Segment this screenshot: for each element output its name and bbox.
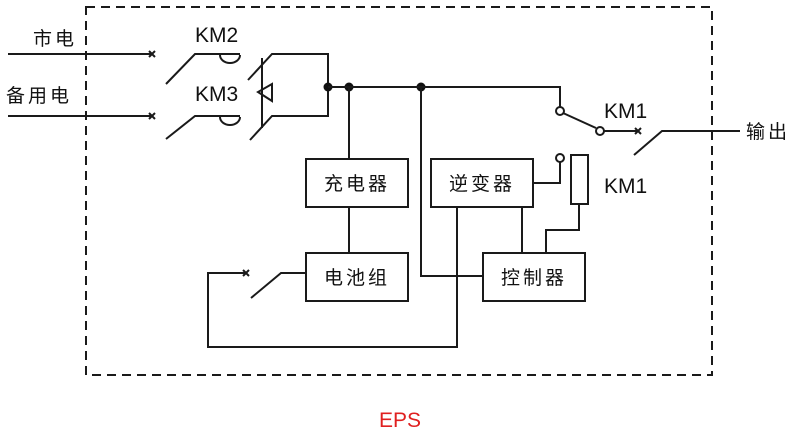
km1-switch-blade [562,112,597,129]
battery-terminal-x-icon [242,269,250,277]
km1-coil [570,154,589,205]
output-label: 输出 [746,121,790,143]
main-bus [328,86,561,107]
interlock-triangle-icon [256,82,273,103]
charger-block [305,158,409,208]
battery-label: 电池组 [324,267,390,289]
charger-label: 充电器 [324,173,390,195]
km3-label: KM3 [195,83,238,106]
km1-terminal-x-icon [634,127,642,135]
battery-switch [250,272,306,299]
battery-loop-wire [207,207,458,348]
controller-label: 控制器 [501,267,567,289]
backup-terminal-x-icon [148,112,156,120]
km2-arc-icon [219,54,241,64]
diagram-caption: EPS [379,409,421,432]
km1-contact-top-icon [555,106,565,116]
eps-enclosure [85,6,713,376]
km1-switch-label: KM1 [604,100,647,123]
inverter-block [430,158,534,208]
interlock-symbol [247,53,329,141]
mains-label: 市电 [33,28,77,50]
inverter-contact-icon [555,153,565,163]
km2-contact [165,53,241,85]
mains-terminal-x-icon [148,50,156,58]
km3-contact [165,115,241,140]
controller-block [482,252,586,302]
output-contact [633,130,740,156]
km2-label: KM2 [195,24,238,47]
coil-to-controller-wire [545,204,580,253]
backup-power-label: 备用电 [6,85,72,107]
km3-arc-icon [219,116,241,126]
km1-contact-common-icon [595,126,605,136]
inverter-label: 逆变器 [449,173,515,195]
inverter-to-contact-wire [533,162,561,184]
battery-block [305,252,409,302]
bus-to-controller-wire [420,87,483,277]
km1-coil-label: KM1 [604,175,647,198]
